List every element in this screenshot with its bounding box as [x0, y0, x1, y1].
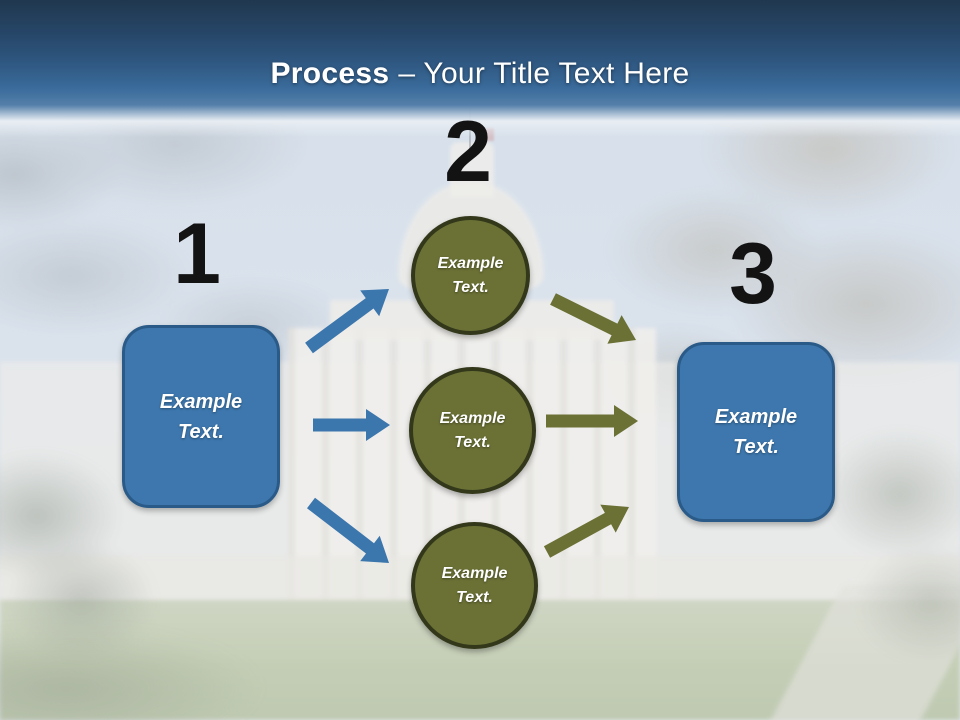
- circle-top-label: Example Text.: [437, 254, 504, 296]
- title-bold: Process: [270, 57, 390, 90]
- circle-bottom: Example Text.: [411, 522, 538, 649]
- box-right-label: Example Text.: [714, 406, 798, 458]
- step-number-3: 3: [729, 226, 777, 322]
- title-regular: – Your Title Text Here: [398, 57, 690, 90]
- circle-middle-label: Example Text.: [439, 409, 506, 451]
- slide-title: Process– Your Title Text Here: [0, 57, 960, 91]
- step-number-2: 2: [444, 104, 492, 200]
- circle-bottom-label: Example Text.: [441, 564, 508, 606]
- step-number-1: 1: [173, 206, 221, 302]
- circle-top: Example Text.: [411, 216, 530, 335]
- tree-silhouette-bottom-right: [810, 400, 960, 670]
- header-fade: [0, 105, 960, 137]
- example-box-left: Example Text.: [122, 325, 280, 508]
- box-left-label: Example Text.: [159, 390, 243, 443]
- circle-middle: Example Text.: [409, 367, 536, 494]
- header-band: [0, 0, 960, 105]
- example-box-right: Example Text.: [677, 342, 835, 522]
- dome-lantern: [450, 142, 494, 197]
